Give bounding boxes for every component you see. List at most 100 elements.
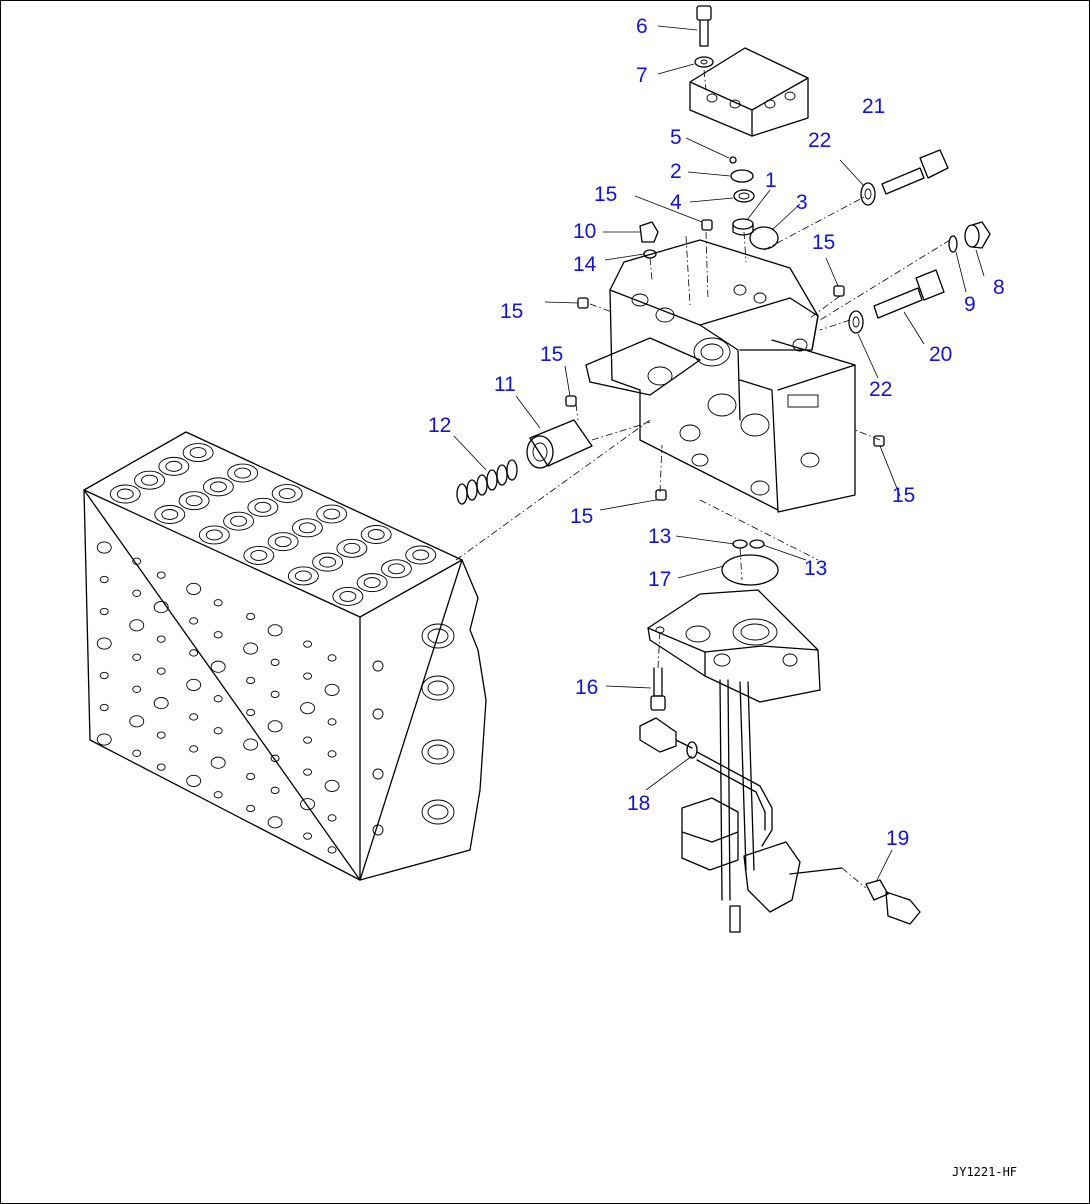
side-port (267, 720, 283, 733)
port-hole-inner (234, 467, 252, 479)
side-port (246, 772, 256, 781)
side-port (213, 727, 223, 735)
side-port (96, 637, 112, 650)
o-ring-9 (948, 235, 958, 253)
side-port (210, 660, 226, 673)
lower-valve-block (647, 589, 821, 703)
side-port (327, 846, 337, 854)
front-port (421, 739, 455, 765)
side-port (156, 763, 166, 771)
side-port (132, 685, 142, 693)
port-hole (247, 497, 279, 517)
side-port (99, 671, 109, 680)
front-port (421, 623, 455, 649)
side-port (327, 654, 337, 662)
bolt-6 (696, 5, 712, 47)
port-hole (198, 525, 230, 545)
callout-15: 15 (812, 231, 835, 254)
callout-5: 5 (670, 126, 682, 149)
side-port (189, 649, 199, 657)
washer-22-upper (860, 182, 876, 206)
callout-2: 2 (670, 160, 682, 183)
port-hole-inner (339, 590, 357, 602)
callout-15: 15 (594, 183, 617, 206)
side-port (246, 612, 256, 621)
callout-9: 9 (964, 293, 976, 316)
port-hole-inner (412, 549, 430, 561)
side-port (132, 557, 142, 565)
callout-1: 1 (765, 169, 777, 192)
callout-6: 6 (636, 15, 648, 38)
port-hole-inner (278, 488, 296, 499)
side-port (303, 736, 313, 744)
side-port (270, 658, 280, 666)
side-port (132, 653, 142, 661)
port-hole-inner (230, 515, 248, 527)
callout-15: 15 (500, 300, 523, 323)
side-port (132, 749, 142, 757)
side-port (189, 617, 199, 625)
port-hole (178, 491, 210, 511)
side-port (270, 690, 280, 698)
front-port-inner (427, 628, 449, 644)
port-hole-inner (294, 570, 312, 582)
front-port-inner (427, 804, 449, 820)
callout-12: 12 (428, 414, 451, 437)
port-hole (158, 456, 190, 476)
side-port (129, 715, 145, 728)
port-hole (267, 532, 299, 552)
side-port (96, 541, 112, 554)
port-hole (336, 538, 368, 558)
callout-labels: 6 7 5 2 4 1 3 21 22 15 10 14 15 15 8 9 1… (428, 15, 1005, 850)
sensor-19 (865, 879, 921, 925)
side-port (156, 571, 166, 579)
port-hole-inner (209, 481, 227, 493)
front-port-inner (427, 744, 449, 760)
bolt-20 (873, 269, 945, 319)
callout-8: 8 (993, 276, 1005, 299)
side-port (189, 713, 199, 721)
port-hole-inner (254, 501, 272, 513)
front-port (421, 675, 455, 701)
port-hole (134, 470, 166, 490)
side-port (129, 619, 145, 632)
callout-21: 21 (862, 95, 885, 118)
side-port (246, 708, 256, 717)
callout-13: 13 (648, 525, 671, 548)
side-port (99, 703, 109, 712)
port-hole (109, 484, 141, 504)
side-port (300, 798, 316, 811)
plug-8 (964, 221, 991, 249)
port-hole (405, 545, 437, 565)
port-hole (332, 586, 364, 606)
side-port (243, 738, 259, 751)
port-hole (291, 518, 323, 538)
side-port (324, 683, 340, 696)
port-hole (227, 463, 259, 483)
side-port (186, 774, 202, 787)
port-hole-inner (189, 447, 207, 459)
port-hole-inner (141, 474, 159, 486)
callout-7: 7 (636, 64, 648, 87)
side-port (246, 676, 256, 685)
port-hole-inner (387, 563, 405, 575)
callout-22: 22 (808, 129, 831, 152)
sensor-pipe-18 (639, 679, 843, 933)
port-hole-inner (367, 529, 385, 540)
callout-15: 15 (570, 505, 593, 528)
front-port-inner (427, 680, 449, 696)
callout-3: 3 (796, 191, 808, 214)
side-port (213, 599, 223, 607)
side-port (153, 697, 169, 710)
front-small-port (372, 660, 384, 672)
port-hole-inner (205, 529, 223, 541)
side-port (210, 756, 226, 769)
callout-20: 20 (929, 343, 952, 366)
top-cover-block (689, 47, 809, 137)
side-port (189, 745, 199, 753)
port-hole (360, 525, 392, 544)
drawing-code: JY1221-HF (952, 1165, 1017, 1179)
assembly-center-lines (455, 69, 951, 889)
side-port (156, 635, 166, 643)
